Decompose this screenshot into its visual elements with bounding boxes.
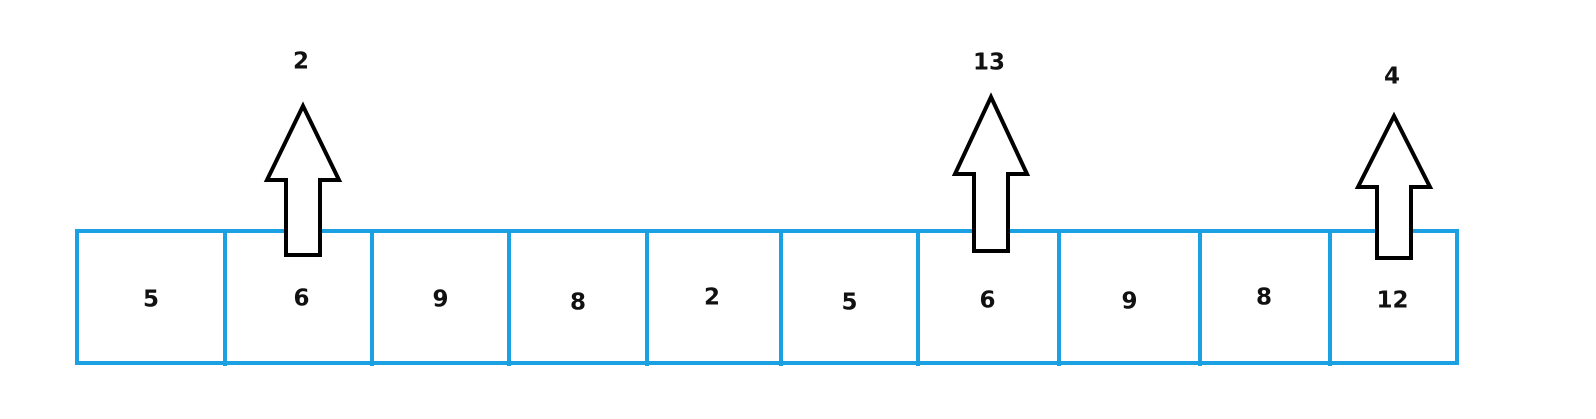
up-arrow-icon (951, 92, 1031, 253)
arrow-label: 2 (293, 49, 309, 75)
up-arrow-icon (263, 101, 343, 257)
pointer-arrows: 2 13 4 (263, 49, 1434, 260)
cell-value: 8 (1256, 285, 1272, 311)
array-cells: 5 6 9 8 2 5 6 9 8 12 (75, 229, 1459, 366)
pointer-arrow: 13 (951, 50, 1031, 253)
arrow-label: 4 (1384, 64, 1400, 90)
cell-value: 5 (143, 287, 159, 313)
arrow-label: 13 (973, 50, 1005, 76)
cell-value: 5 (841, 290, 857, 316)
cell-value: 9 (1121, 289, 1137, 315)
cell-value: 2 (704, 285, 720, 311)
cell-value: 6 (979, 288, 995, 314)
pointer-arrow: 2 (263, 49, 343, 257)
cell-value: 8 (570, 290, 586, 316)
array-frame (75, 229, 1459, 365)
pointer-arrow: 4 (1354, 64, 1434, 260)
cell-value: 9 (432, 287, 448, 313)
cell-value: 6 (293, 286, 309, 312)
cell-value: 12 (1376, 288, 1408, 314)
up-arrow-icon (1354, 111, 1434, 260)
